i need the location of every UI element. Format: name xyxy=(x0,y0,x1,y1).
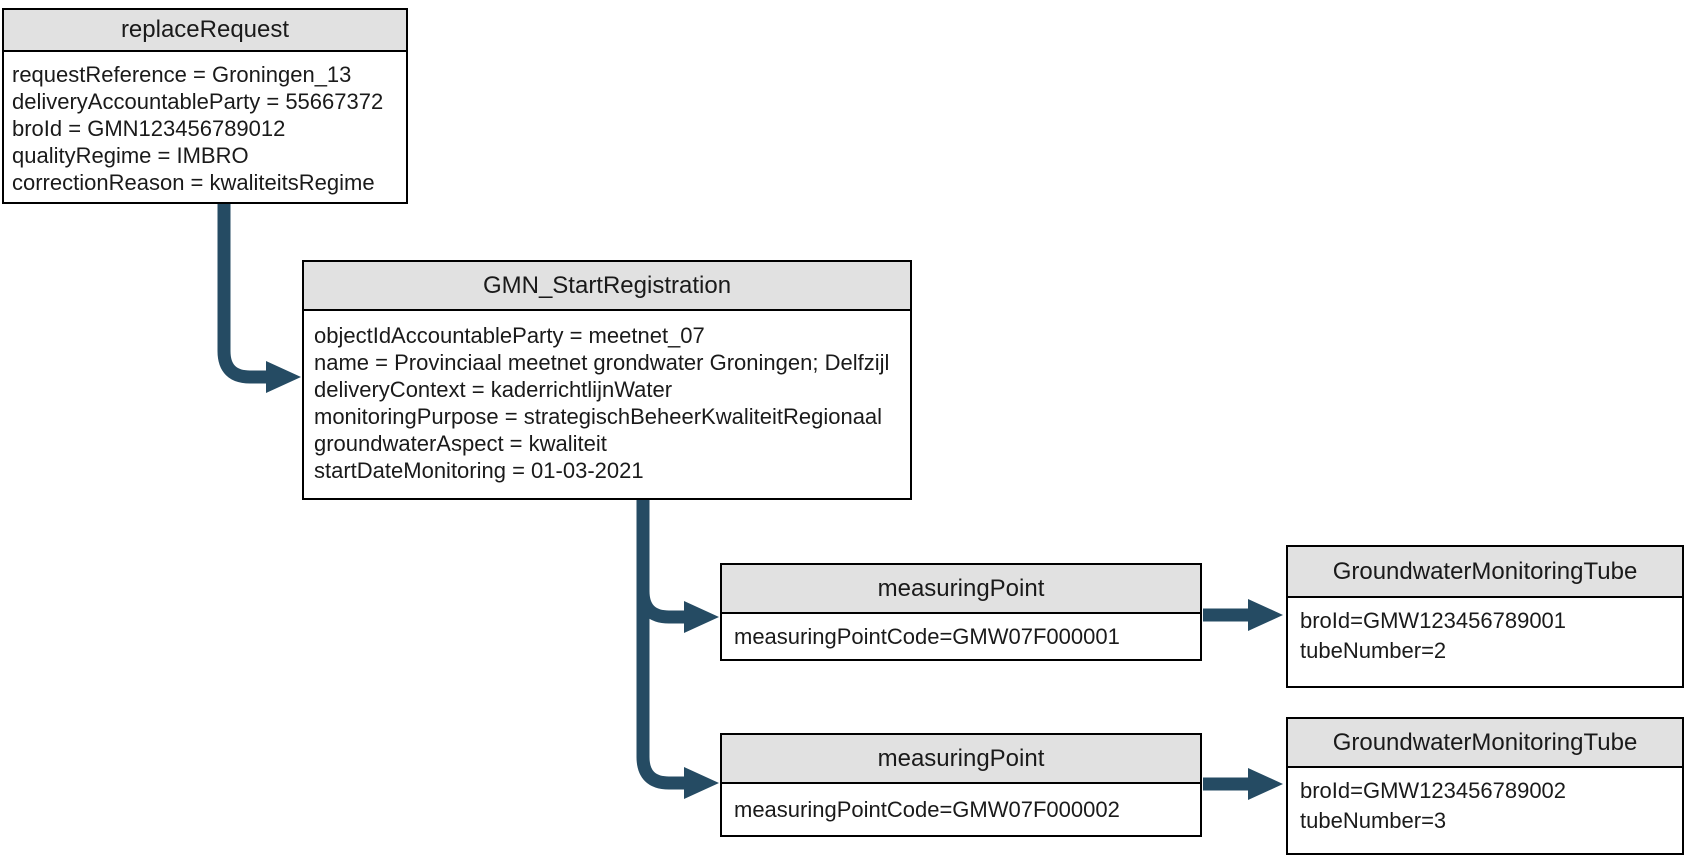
field-requestReference: requestReference = Groningen_13 xyxy=(12,62,352,87)
node-replace-request: replaceRequest requestReference = Gronin… xyxy=(2,8,408,204)
node-body: broId=GMW123456789001 tubeNumber=2 xyxy=(1288,598,1682,674)
field-objectIdAccountableParty: objectIdAccountableParty = meetnet_07 xyxy=(314,323,705,348)
arrow-replacerequest-to-gmn xyxy=(217,204,301,393)
field-tubeNumber: tubeNumber=3 xyxy=(1300,808,1447,833)
field-measuringPointCode: measuringPointCode=GMW07F000002 xyxy=(734,796,1120,822)
node-title: replaceRequest xyxy=(4,10,406,52)
arrow-measuringpoint1-to-tube1 xyxy=(1203,599,1283,631)
arrowhead-icon xyxy=(266,361,301,393)
field-deliveryAccountableParty: deliveryAccountableParty = 55667372 xyxy=(12,89,384,114)
node-title: measuringPoint xyxy=(722,565,1200,614)
node-body: objectIdAccountableParty = meetnet_07 na… xyxy=(304,311,910,495)
field-name: name = Provinciaal meetnet grondwater Gr… xyxy=(314,350,890,375)
field-measuringPointCode: measuringPointCode=GMW07F000001 xyxy=(734,623,1120,649)
node-body: measuringPointCode=GMW07F000001 xyxy=(722,614,1200,659)
node-title: GroundwaterMonitoringTube xyxy=(1288,719,1682,768)
node-measuring-point-2: measuringPoint measuringPointCode=GMW07F… xyxy=(720,733,1202,837)
arrow-gmn-to-measuringpoint-2 xyxy=(636,500,719,799)
node-body: broId=GMW123456789002 tubeNumber=3 xyxy=(1288,768,1682,844)
node-title: measuringPoint xyxy=(722,735,1200,784)
field-monitoringPurpose: monitoringPurpose = strategischBeheerKwa… xyxy=(314,404,883,429)
node-body: measuringPointCode=GMW07F000002 xyxy=(722,784,1200,835)
node-title: GroundwaterMonitoringTube xyxy=(1288,547,1682,598)
field-broId: broId=GMW123456789001 xyxy=(1300,608,1567,633)
arrow-gmn-to-measuringpoint-1 xyxy=(636,500,719,633)
field-startDateMonitoring: startDateMonitoring = 01-03-2021 xyxy=(314,458,644,483)
field-groundwaterAspect: groundwaterAspect = kwaliteit xyxy=(314,431,607,456)
arrowhead-icon xyxy=(1248,599,1283,631)
node-groundwater-monitoring-tube-2: GroundwaterMonitoringTube broId=GMW12345… xyxy=(1286,717,1684,855)
node-measuring-point-1: measuringPoint measuringPointCode=GMW07F… xyxy=(720,563,1202,661)
arrowhead-icon xyxy=(684,767,719,799)
field-deliveryContext: deliveryContext = kaderrichtlijnWater xyxy=(314,377,673,402)
field-broId: broId=GMW123456789002 xyxy=(1300,778,1567,803)
node-body: requestReference = Groningen_13 delivery… xyxy=(4,52,406,205)
node-title: GMN_StartRegistration xyxy=(304,262,910,311)
arrow-measuringpoint2-to-tube2 xyxy=(1203,768,1283,800)
field-broId: broId = GMN123456789012 xyxy=(12,116,286,141)
field-qualityRegime: qualityRegime = IMBRO xyxy=(12,143,249,168)
field-correctionReason: correctionReason = kwaliteitsRegime xyxy=(12,170,375,195)
arrowhead-icon xyxy=(1248,768,1283,800)
arrowhead-icon xyxy=(684,601,719,633)
node-groundwater-monitoring-tube-1: GroundwaterMonitoringTube broId=GMW12345… xyxy=(1286,545,1684,688)
node-gmn-start-registration: GMN_StartRegistration objectIdAccountabl… xyxy=(302,260,912,500)
field-tubeNumber: tubeNumber=2 xyxy=(1300,638,1447,663)
